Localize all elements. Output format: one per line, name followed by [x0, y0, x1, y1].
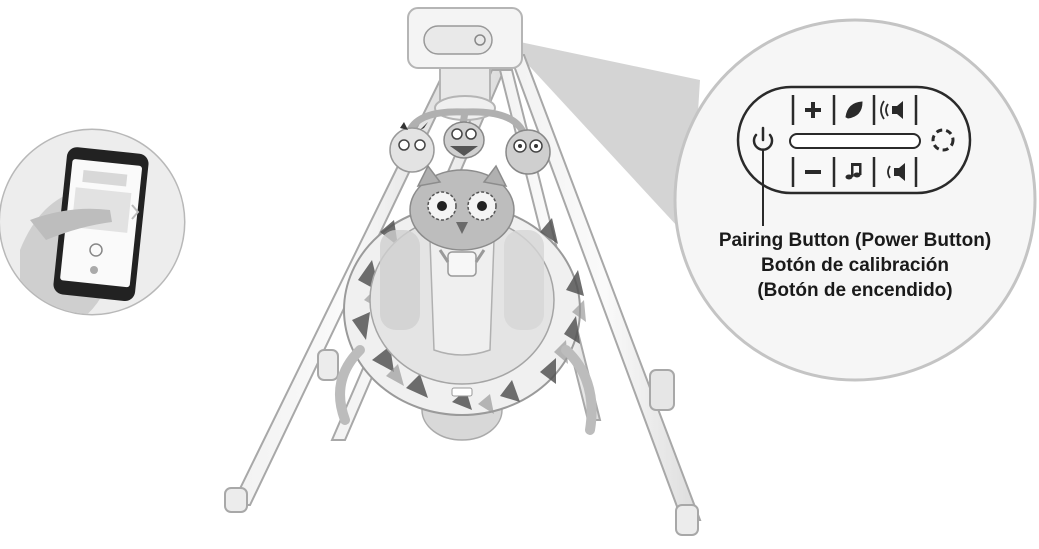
swing-motor-unit: [408, 8, 522, 120]
control-panel-zoom: [675, 20, 1035, 380]
owl-toy-right: [506, 130, 550, 174]
wireless-signal-icon: [186, 116, 235, 200]
mobile-toys: [390, 122, 550, 174]
callout-line-spanish-paren: (Botón de encendido): [690, 278, 1020, 303]
callout-line-english: Pairing Button (Power Button): [690, 228, 1020, 253]
owl-toy-center: [444, 122, 484, 158]
callout-line-spanish: Botón de calibración: [690, 253, 1020, 278]
callout-label: Pairing Button (Power Button) Botón de c…: [690, 228, 1020, 303]
phone-circle: [0, 116, 235, 320]
